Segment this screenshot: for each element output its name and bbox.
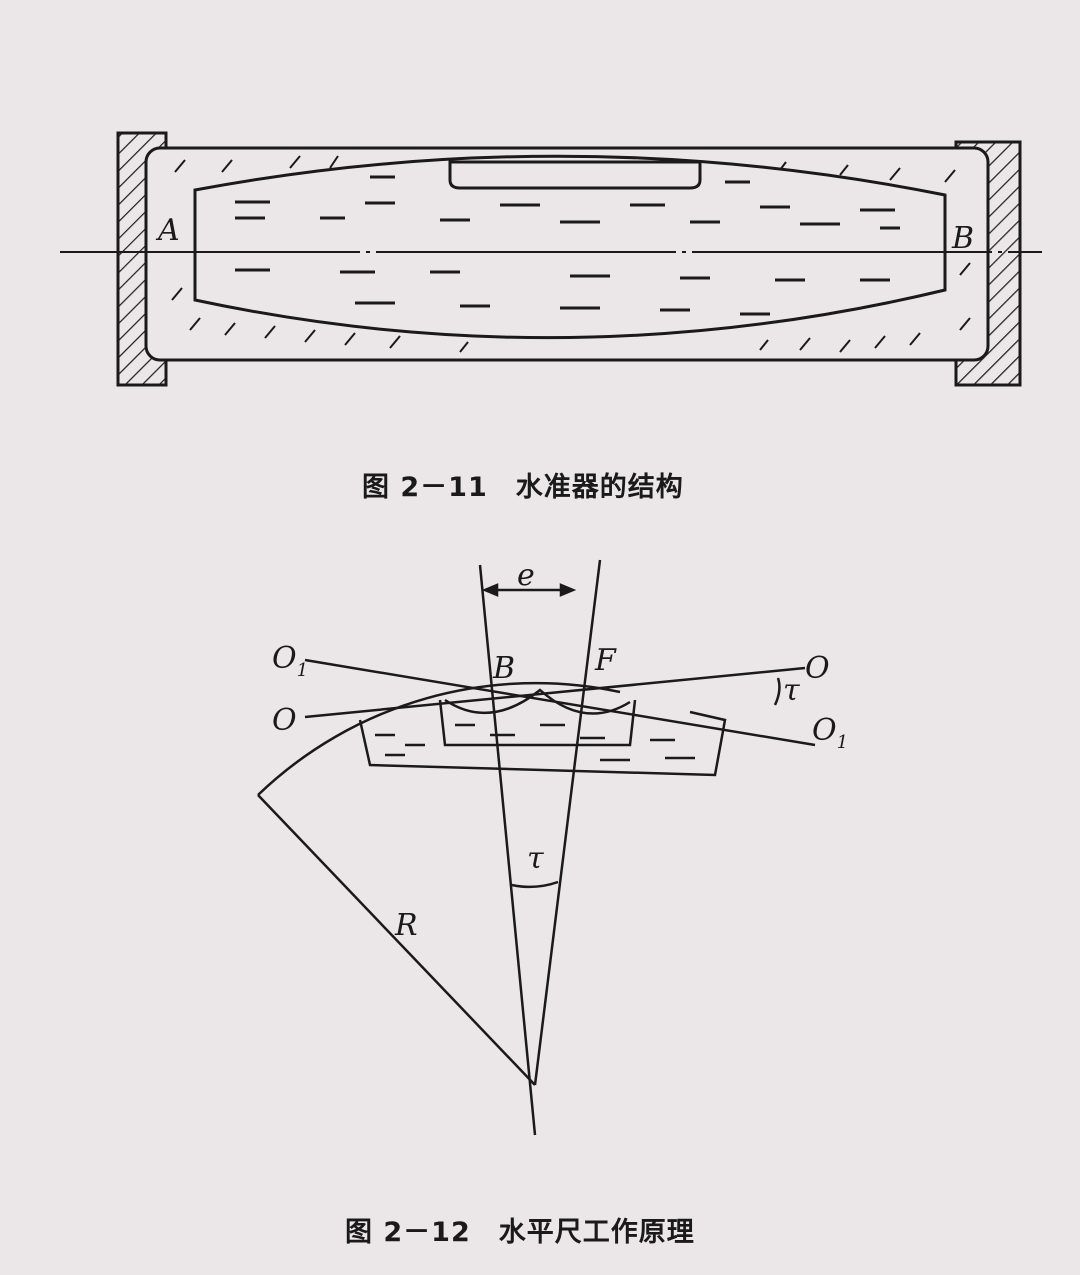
label-o1-right: O1	[812, 713, 848, 753]
tau-arc-right	[773, 677, 781, 706]
label-e: e	[517, 558, 535, 593]
level-vial-structure-diagram: A B	[60, 131, 1042, 387]
label-r: R	[394, 908, 418, 943]
figure-2-11-caption: 图 2－11 水准器的结构	[362, 472, 684, 503]
vertical-line	[478, 564, 537, 1136]
figure-2-12-caption: 图 2－12 水平尺工作原理	[345, 1217, 695, 1248]
label-tau-right: τ	[783, 673, 800, 708]
air-bubble	[448, 160, 702, 190]
glass-hatch-marks	[171, 155, 971, 353]
line-o-o	[304, 666, 806, 719]
e-arrows	[481, 583, 577, 597]
label-tau-bottom: τ	[527, 841, 544, 876]
glass-tube	[144, 146, 990, 362]
label-o1-left: O1	[272, 641, 308, 681]
spirit-level-principle-diagram: e O1 B F O τ O O1 τ R	[257, 558, 848, 1136]
vial-section	[438, 699, 637, 747]
tau-arc-bottom	[511, 880, 559, 889]
liquid-dashes	[235, 175, 900, 316]
inner-vial	[193, 154, 947, 340]
liquid-dashes-2	[375, 723, 695, 762]
tilted-vertical-line	[533, 559, 602, 1086]
radius-line	[257, 794, 536, 1086]
bubble-outline	[444, 688, 631, 715]
level-body	[358, 710, 727, 777]
line-o1-o1	[304, 658, 816, 747]
label-f: F	[594, 643, 617, 678]
radius-arc	[257, 681, 621, 796]
label-b: B	[951, 221, 974, 256]
label-o-left: O	[272, 703, 297, 738]
label-b: B	[492, 651, 515, 686]
label-a: A	[155, 213, 180, 248]
label-o-right: O	[805, 651, 830, 686]
